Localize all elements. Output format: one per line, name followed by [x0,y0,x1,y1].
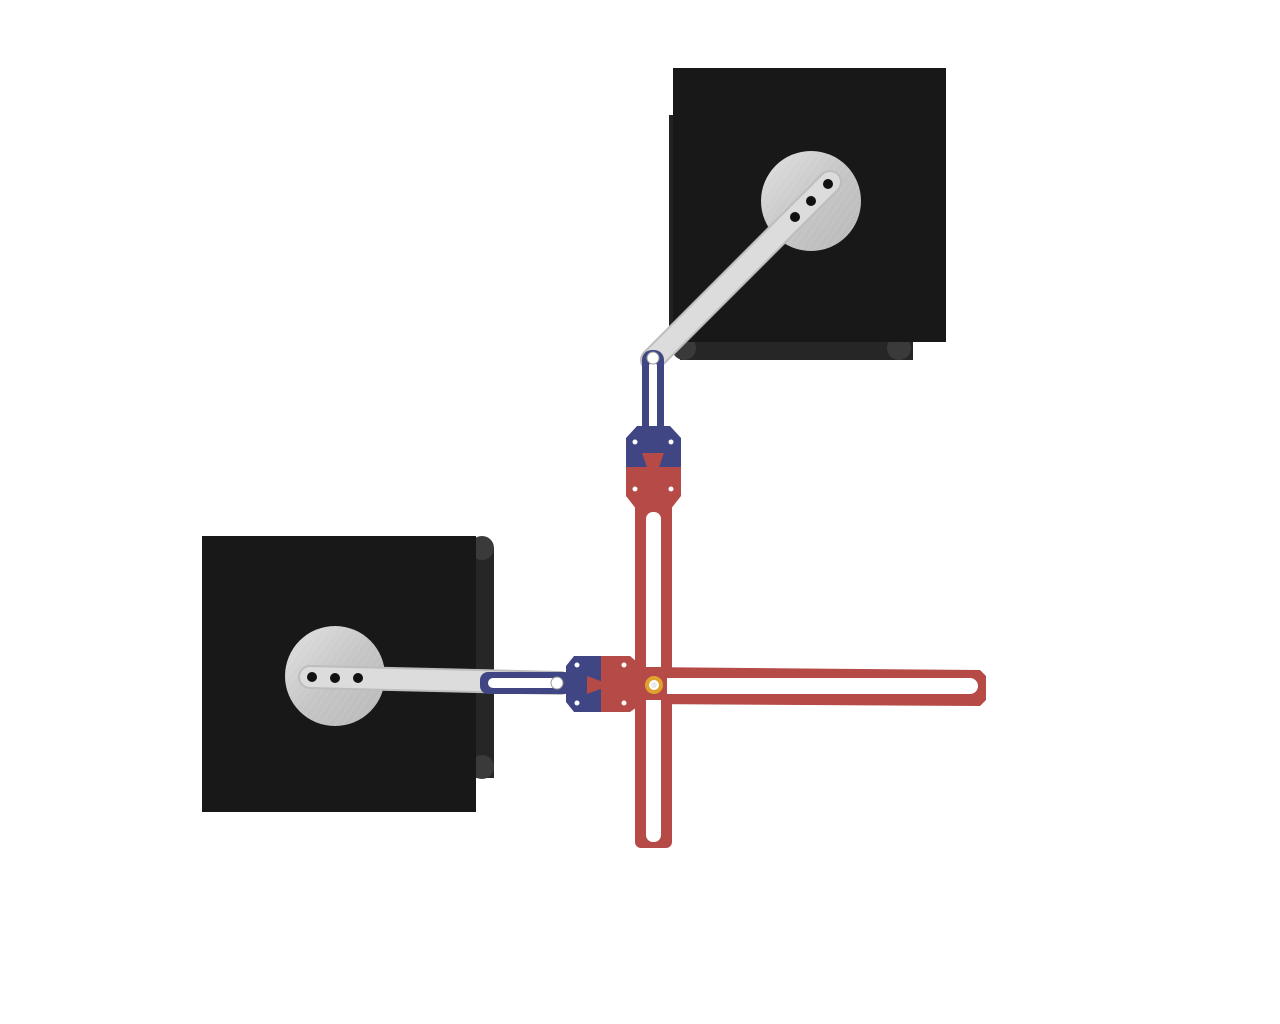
link-top-pin-2 [668,439,674,445]
crank-arm-top [640,170,842,372]
crank-arm-top-hole-3 [790,212,800,222]
link-left-pin-2 [574,700,580,706]
link-top-blue [626,350,681,467]
crank-arm-left-hole-3 [353,673,363,683]
link-left-blue [480,656,601,712]
crank-arm-left-hole-2 [330,673,340,683]
slider-left-pin-2 [621,700,627,706]
slider-top-pin-2 [668,486,674,492]
link-top-head [626,426,681,467]
crank-arm-top-hole-1 [823,179,833,189]
pivot-bearing-core [651,682,657,688]
slider-top-head [626,467,681,510]
link-top-pin-1 [632,439,638,445]
slider-top-pin-1 [632,486,638,492]
link-left-crank-pin [550,676,564,690]
link-left-pin-1 [574,662,580,668]
link-top-slot [649,362,657,430]
slider-left-dovetail [587,676,603,694]
slider-left-pin-1 [621,662,627,668]
motor-top-right-shadow [680,338,913,360]
crank-arm-top-hole-2 [806,196,816,206]
cross-slider-red [587,453,986,848]
crank-arm-left-hole-1 [307,672,317,682]
slider-left-head [601,656,644,712]
link-left-head [566,656,601,712]
slider-top-dovetail [642,453,664,470]
link-left-slot [488,678,560,688]
crank-arm-top-face [642,172,840,370]
motor-left-side [474,548,494,778]
slider-cross-slot-v [646,700,661,710]
link-top-crank-pin [646,351,660,365]
slider-horizontal-slot [660,678,978,694]
